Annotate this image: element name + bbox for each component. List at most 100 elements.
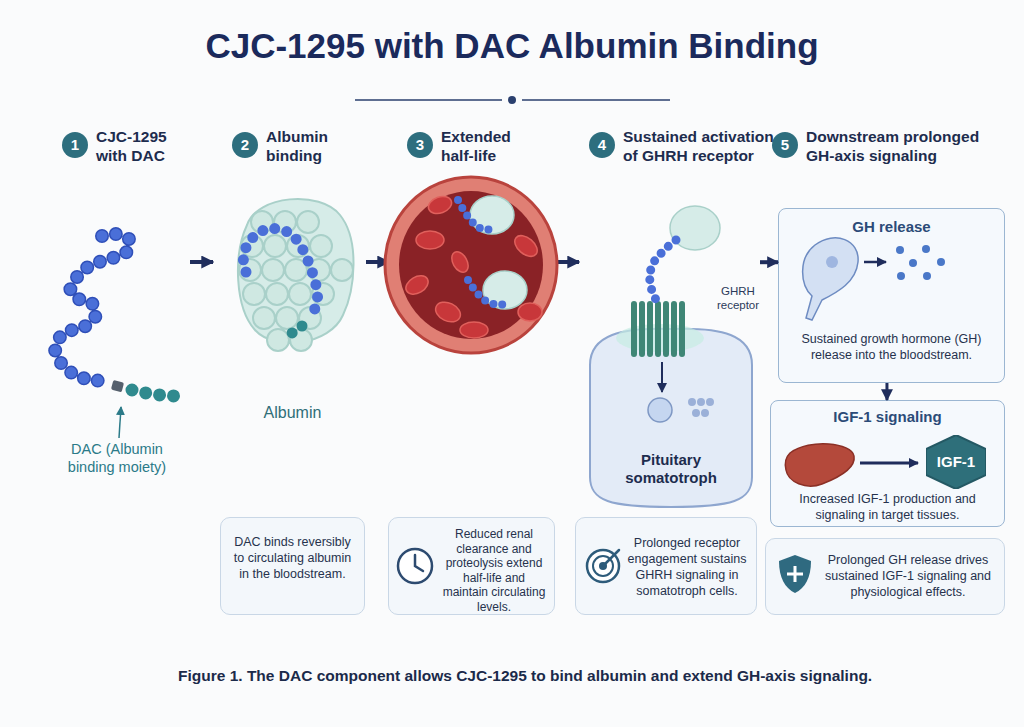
albumin-texture (250, 222, 345, 340)
dac-moiety (282, 326, 302, 338)
step-header: 2 Albumin binding (232, 127, 372, 167)
step-number: 3 (407, 132, 433, 158)
red-blood-cell (432, 298, 463, 325)
step-heading: Extended half-life (441, 127, 526, 165)
red-blood-cell (448, 249, 471, 275)
gh-particle (923, 272, 931, 280)
target-icon (587, 550, 619, 582)
diagram-title: CJC-1295 with DAC Albumin Binding (0, 26, 1024, 66)
cell-membrane (590, 329, 752, 507)
red-blood-cell (518, 303, 542, 321)
receptor-glow (616, 324, 704, 352)
box-text: Reduced renal clearance and proteolysis … (439, 527, 549, 614)
flow-arrow (760, 260, 778, 264)
albumin-complex (483, 271, 527, 309)
step-number: 5 (772, 132, 798, 158)
panel-text: Increased IGF-1 production and signaling… (785, 491, 990, 523)
title-rule (355, 99, 502, 101)
hormone-hexagon: IGF-1 (926, 435, 986, 489)
gh-cell-nucleus (826, 256, 838, 268)
albumin-protein: Albumin (225, 190, 360, 422)
signal-arrow (661, 362, 663, 392)
flow-arrow (885, 383, 888, 400)
red-blood-cell (403, 272, 432, 298)
step-header: 3 Extended half-life (407, 127, 537, 167)
dac-linker (111, 380, 124, 393)
red-blood-cell (511, 232, 541, 261)
target-dart (603, 550, 619, 566)
step-number: 4 (589, 132, 615, 158)
flow-arrow (366, 260, 389, 264)
gh-particle (922, 245, 930, 253)
cell-label: Pituitary somatotroph (616, 451, 726, 487)
shield-icon (779, 555, 811, 593)
vessel-wall (385, 177, 557, 353)
liver-icon (785, 444, 854, 486)
step-header: 4 Sustained activation of GHRH receptor (589, 127, 789, 167)
info-box: DAC binds reversibly to circulating albu… (220, 517, 365, 615)
vesicles (692, 402, 716, 413)
red-blood-cell (416, 231, 444, 249)
gh-particle (909, 259, 917, 267)
info-panel: IGF-1 signalingIncreased IGF-1 productio… (770, 400, 1005, 527)
step-number: 2 (232, 132, 258, 158)
protein-label: Albumin (225, 404, 360, 422)
info-box: Reduced renal clearance and proteolysis … (388, 517, 555, 615)
panel-heading: IGF-1 signaling (771, 408, 1004, 425)
albumin-complex (470, 196, 514, 234)
peptide-chain-shadow (55, 234, 129, 383)
step-heading: Downstream prolonged GH-axis signaling (806, 127, 1001, 165)
albumin-complex (670, 206, 720, 250)
flow-arrow (556, 260, 579, 264)
albumin-outline (238, 199, 354, 343)
somatotroph-cell: Pituitary somatotroph (582, 215, 760, 510)
panel-heading: GH release (779, 218, 1004, 235)
info-panel: GH releaseSustained growth hormone (GH) … (778, 208, 1005, 383)
step-heading: Albumin binding (266, 127, 361, 165)
callout-label: DAC (Albumin binding moiety) (58, 440, 176, 476)
step-header: 5 Downstream prolonged GH-axis signaling (772, 127, 1004, 167)
peptide-chain (468, 280, 508, 305)
vessel-lumen (399, 191, 543, 339)
red-blood-cell (426, 193, 454, 216)
panel-text: Sustained growth hormone (GH) release in… (793, 331, 990, 363)
info-box: Prolonged GH release drives sustained IG… (765, 538, 1005, 615)
title-dot (508, 96, 516, 104)
shield-cross (787, 566, 803, 582)
gh-particle (897, 272, 905, 280)
flow-arrow (190, 260, 213, 264)
title-rule (522, 99, 670, 101)
target-center (599, 562, 607, 570)
release-arrow (864, 261, 886, 264)
clock-icon (398, 549, 432, 583)
part-label: GHRH receptor (708, 284, 768, 312)
peptide-chain (243, 228, 318, 318)
clock-hands (415, 555, 423, 571)
target-ring (593, 556, 613, 576)
step-number: 1 (62, 132, 88, 158)
hexagon-outline (926, 435, 986, 489)
peptide-chain (55, 234, 129, 383)
production-arrow (860, 462, 918, 465)
nucleus (648, 398, 672, 422)
leader-arrow (119, 407, 121, 438)
gh-particle (937, 258, 945, 266)
albumin-texture (250, 222, 345, 340)
ghrh-receptor (634, 304, 682, 354)
step-heading: Sustained activation of GHRH receptor (623, 127, 778, 165)
hormone-label: IGF-1 (926, 435, 986, 489)
step-header: 1 CJC-1295 with DAC (62, 127, 192, 167)
peptide-chain (458, 200, 494, 230)
peptide-chain (649, 240, 676, 300)
dac-moiety (132, 390, 174, 396)
step-heading: CJC-1295 with DAC (96, 127, 181, 165)
box-text: Prolonged GH release drives sustained IG… (820, 552, 996, 600)
red-blood-cell (460, 322, 488, 338)
albumin-outline (225, 190, 360, 422)
gh-particle (896, 246, 904, 254)
box-text: Prolonged receptor engagement sustains G… (624, 535, 750, 599)
